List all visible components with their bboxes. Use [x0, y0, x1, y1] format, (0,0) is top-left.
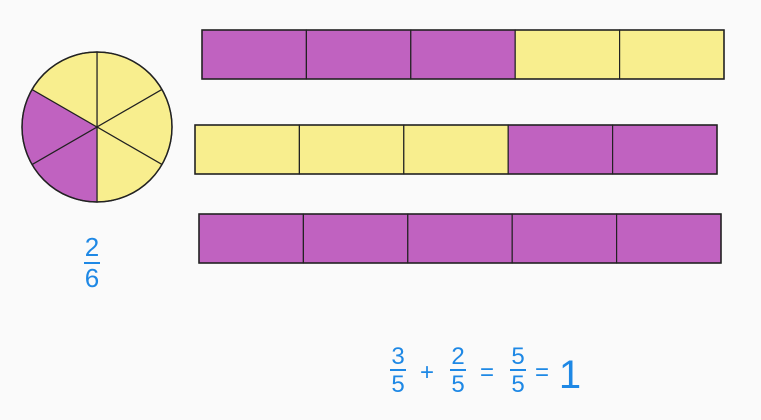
term3-numerator: 5 [511, 343, 524, 370]
bar-2-segment-3 [403, 124, 509, 175]
bar-2-segment-1 [194, 124, 301, 175]
bar-3-segment-1 [198, 213, 305, 264]
term3-denominator: 5 [511, 371, 524, 398]
bar-2-segment-2 [298, 124, 405, 175]
term1-denominator: 5 [391, 371, 404, 398]
term2-denominator: 5 [451, 371, 464, 398]
bar-1-segment-2 [305, 29, 412, 80]
fraction-equation: 3 5 + 2 5 = 5 5 = 1 [390, 343, 581, 398]
bar-3-segment-3 [407, 213, 513, 264]
bar-3-segment-5 [615, 213, 722, 264]
bar-1-segment-3 [410, 29, 516, 80]
fraction-bars [194, 29, 725, 264]
equation-result: 1 [559, 353, 581, 397]
bar-1-segment-1 [201, 29, 308, 80]
equals-sign-1: = [480, 359, 494, 386]
bar-1-segment-5 [618, 29, 725, 80]
fraction-circle [21, 51, 173, 203]
plus-sign: + [420, 359, 434, 386]
bar-2-outline [194, 124, 718, 175]
bar-1-segment-4 [514, 29, 621, 80]
bar-2-segment-4 [507, 124, 614, 175]
equals-sign-2: = [535, 359, 549, 386]
circle-outline [21, 51, 173, 203]
bar-1-outline [201, 29, 725, 80]
bar-3-segment-2 [302, 213, 409, 264]
bar-3-segment-4 [511, 213, 618, 264]
circle-fraction-numerator: 2 [85, 232, 99, 262]
term2-numerator: 2 [451, 343, 464, 370]
bar-2-segment-5 [611, 124, 718, 175]
bar-3-outline [198, 213, 722, 264]
term1-numerator: 3 [391, 343, 404, 370]
circle-fraction-denominator: 6 [85, 263, 99, 293]
circle-fraction: 2 6 [84, 232, 100, 293]
